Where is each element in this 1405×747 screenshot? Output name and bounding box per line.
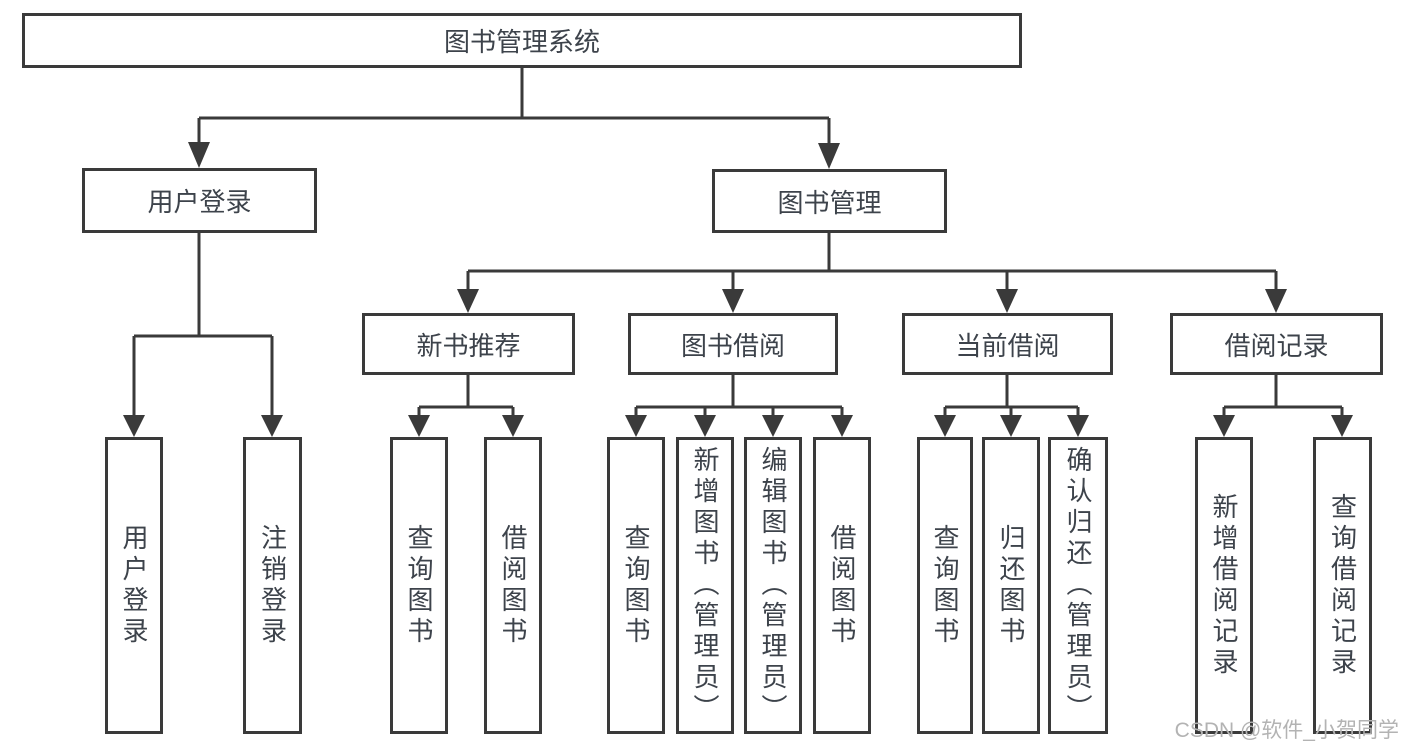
node-borrow-records: 借阅记录	[1170, 313, 1383, 375]
leaf-logout: 注销登录	[243, 437, 302, 734]
leaf-confirm-return-admin: 确认归还（管理员）	[1048, 437, 1108, 734]
leaf-borrow-book-recommend: 借阅图书	[484, 437, 542, 734]
node-label: 借阅记录	[1224, 330, 1329, 361]
node-label: 用户登录	[147, 187, 252, 217]
leaf-add-book-admin: 新增图书（管理员）	[676, 437, 734, 734]
node-current-borrow: 当前借阅	[902, 313, 1113, 375]
node-label: 图书管理	[777, 187, 882, 218]
node-label: 新增借阅记录	[1209, 492, 1239, 679]
node-label: 查询借阅记录	[1327, 492, 1358, 679]
node-label: 新增图书（管理员）	[690, 446, 720, 725]
node-label: 查询图书	[404, 523, 434, 648]
node-label: 编辑图书（管理员）	[758, 446, 788, 725]
node-label: 新书推荐	[416, 330, 521, 361]
node-label: 当前借阅	[955, 330, 1060, 361]
node-book-borrow: 图书借阅	[628, 313, 838, 375]
node-label: 图书管理系统	[443, 27, 600, 57]
leaf-return-book: 归还图书	[982, 437, 1040, 734]
node-root: 图书管理系统	[22, 13, 1022, 68]
node-label: 图书借阅	[680, 330, 785, 361]
leaf-query-book-recommend: 查询图书	[390, 437, 448, 734]
node-label: 借阅图书	[827, 523, 857, 648]
leaf-add-borrow-record: 新增借阅记录	[1195, 437, 1253, 734]
node-label: 确认归还（管理员）	[1063, 446, 1093, 725]
node-label: 查询图书	[621, 523, 651, 648]
node-new-book-recommend: 新书推荐	[362, 313, 575, 375]
node-book-management: 图书管理	[712, 169, 947, 233]
leaf-query-book-borrow: 查询图书	[607, 437, 665, 734]
node-label: 注销登录	[257, 523, 288, 648]
node-label: 用户登录	[119, 523, 149, 648]
leaf-query-borrow-record: 查询借阅记录	[1313, 437, 1372, 734]
leaf-borrow-book: 借阅图书	[813, 437, 871, 734]
leaf-query-book-current: 查询图书	[917, 437, 973, 734]
node-label: 归还图书	[996, 523, 1026, 648]
node-label: 查询图书	[930, 523, 960, 648]
node-user-login: 用户登录	[82, 168, 317, 233]
leaf-edit-book-admin: 编辑图书（管理员）	[744, 437, 802, 734]
leaf-user-login: 用户登录	[105, 437, 163, 734]
watermark: CSDN @软件_小贺同学	[1174, 719, 1399, 742]
node-label: 借阅图书	[498, 523, 528, 648]
